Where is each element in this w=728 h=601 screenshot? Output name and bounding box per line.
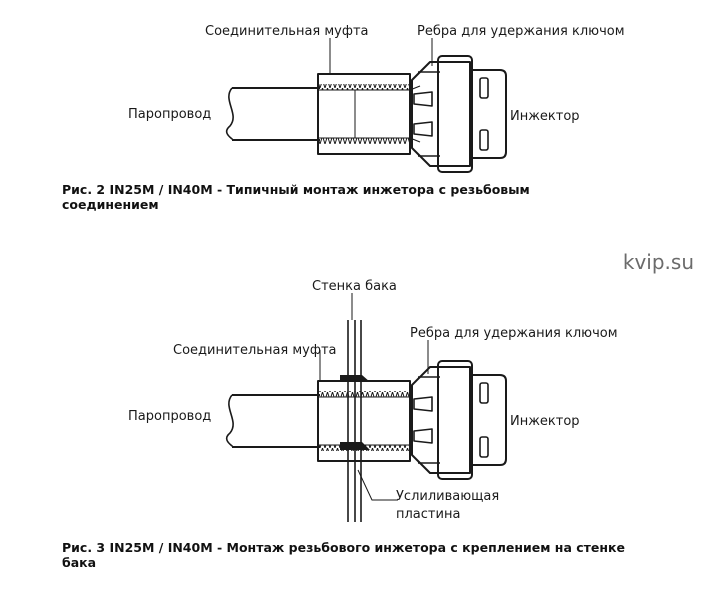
leader-lines-fig3 bbox=[319, 293, 429, 501]
label-plate-line2-fig3: пластина bbox=[396, 507, 460, 522]
caption-fig3-line2: бака bbox=[62, 555, 97, 570]
steam-pipe-fig3 bbox=[225, 394, 320, 448]
caption-fig3-line1: Рис. 3 IN25M / IN40M - Монтаж резьбового… bbox=[62, 540, 625, 555]
steam-pipe-fig2 bbox=[225, 87, 320, 141]
watermark: kvip.su bbox=[622, 250, 694, 274]
caption-fig3: Рис. 3 IN25M / IN40M - Монтаж резьбового… bbox=[62, 540, 625, 570]
injector-body-fig3 bbox=[411, 360, 507, 480]
caption-fig2-line1: Рис. 2 IN25M / IN40M - Типичный монтаж и… bbox=[62, 182, 530, 197]
tank-wall bbox=[340, 320, 370, 522]
figure-3-diagram bbox=[225, 293, 507, 522]
label-plate-line1-fig3: Услиливающая bbox=[396, 489, 499, 504]
label-coupling-fig2: Соединительная муфта bbox=[205, 24, 369, 39]
caption-fig2: Рис. 2 IN25M / IN40M - Типичный монтаж и… bbox=[62, 182, 530, 212]
label-pipe-fig2: Паропровод bbox=[128, 107, 211, 122]
coupling-fig3 bbox=[317, 380, 411, 462]
figure-2-diagram bbox=[225, 38, 507, 173]
label-injector-fig3: Инжектор bbox=[510, 414, 580, 429]
leader-lines-fig2 bbox=[329, 38, 433, 74]
label-injector-fig2: Инжектор bbox=[510, 109, 580, 124]
label-ribs-fig3: Ребра для удержания ключом bbox=[410, 326, 618, 341]
coupling-fig2 bbox=[317, 73, 421, 155]
label-ribs-fig2: Ребра для удержания ключом bbox=[417, 24, 625, 39]
label-coupling-fig3: Соединительная муфта bbox=[173, 343, 337, 358]
injector-body-fig2 bbox=[411, 55, 507, 173]
caption-fig2-line2: соединением bbox=[62, 197, 159, 212]
label-pipe-fig3: Паропровод bbox=[128, 409, 211, 424]
label-wall-fig3: Стенка бака bbox=[312, 279, 397, 294]
